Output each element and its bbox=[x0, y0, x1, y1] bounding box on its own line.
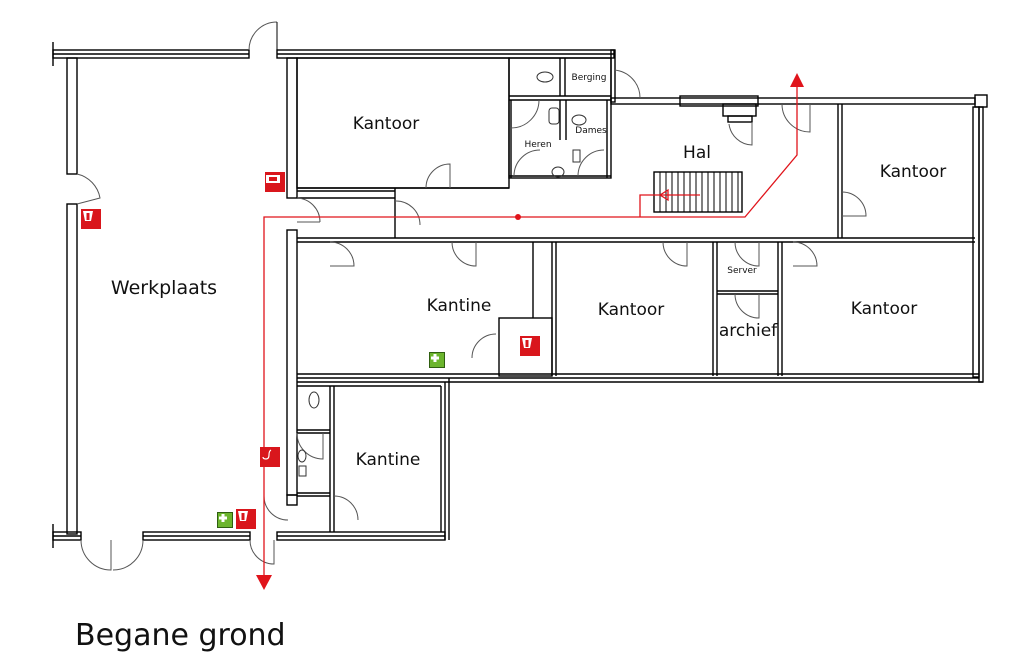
room-label-kantoor: Kantoor bbox=[597, 300, 665, 320]
fire-hydrant-icon bbox=[260, 447, 280, 467]
first-aid-icon bbox=[217, 512, 233, 528]
room-label-dames: Dames bbox=[575, 126, 607, 136]
room-label-kantine: Kantine bbox=[426, 296, 492, 316]
room-label-kantoor: Kantoor bbox=[352, 114, 420, 134]
room-label-kantine: Kantine bbox=[355, 450, 421, 470]
room-label-werkplaats: Werkplaats bbox=[110, 277, 218, 299]
room-label-heren: Heren bbox=[524, 140, 552, 150]
fire-extinguisher-icon bbox=[236, 509, 256, 529]
room-label-kantoor: Kantoor bbox=[850, 299, 918, 319]
escape-route bbox=[263, 82, 798, 575]
room-label-kantoor: Kantoor bbox=[879, 162, 947, 182]
exit-arrow-south-icon bbox=[256, 575, 272, 590]
room-label-server: Server bbox=[727, 266, 757, 276]
fire-extinguisher-icon bbox=[81, 209, 101, 229]
room-label-hal: Hal bbox=[683, 143, 711, 163]
room-label-berging: Berging bbox=[571, 73, 607, 83]
exit-arrow-north-icon bbox=[790, 73, 804, 87]
first-aid-icon bbox=[429, 352, 445, 368]
room-label-archief: archief bbox=[718, 321, 778, 341]
fire-hose-icon bbox=[265, 172, 285, 192]
fire-extinguisher-icon bbox=[520, 336, 540, 356]
floor-title: Begane grond bbox=[75, 618, 286, 653]
